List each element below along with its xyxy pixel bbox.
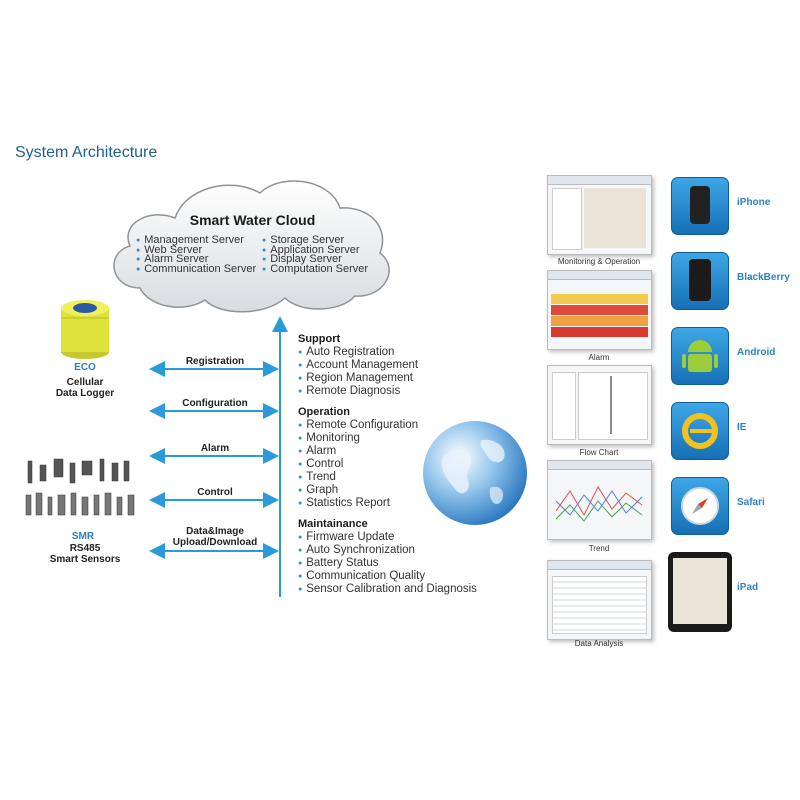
list-item: Battery Status xyxy=(298,557,477,570)
safari-label: Safari xyxy=(737,497,765,508)
alarm-screenshot xyxy=(547,270,652,350)
screenshot-caption: Alarm xyxy=(588,353,610,362)
page-title: System Architecture xyxy=(15,144,158,161)
flow-chart-screenshot xyxy=(547,365,652,445)
smr-sensors-image xyxy=(25,458,135,516)
data-image-label-line: Data&Image xyxy=(186,526,244,537)
registration-label: Registration xyxy=(185,356,245,367)
alarm-label: Alarm xyxy=(200,443,230,454)
eco-desc-line: Data Logger xyxy=(55,388,115,399)
eco-logger-image xyxy=(61,300,109,359)
blackberry-tile xyxy=(671,252,729,310)
list-item: Control xyxy=(298,458,418,471)
list-item: Monitoring xyxy=(298,432,418,445)
list-item: Graph xyxy=(298,484,418,497)
iphone-label: iPhone xyxy=(737,197,771,208)
android-icon xyxy=(682,340,718,372)
list-item: Region Management xyxy=(298,372,418,385)
list-item: Firmware Update xyxy=(298,531,477,544)
support-heading: Support xyxy=(298,333,341,345)
ipad-icon xyxy=(673,558,727,624)
blackberry-icon xyxy=(689,259,711,301)
list-item: Storage Server xyxy=(262,235,368,246)
list-item: Statistics Report xyxy=(298,497,418,510)
ie-label: IE xyxy=(737,422,747,433)
safari-tile xyxy=(671,477,729,535)
data-image-label-line: Upload/Download xyxy=(172,537,258,548)
list-item: Account Management xyxy=(298,359,418,372)
list-item: Remote Diagnosis xyxy=(298,385,418,398)
eco-desc-line: Cellular xyxy=(66,377,104,388)
list-item: Auto Synchronization xyxy=(298,544,477,557)
screenshot-caption: Data Analysis xyxy=(574,639,624,648)
cloud-right-list: Storage Server Application Server Displa… xyxy=(262,235,368,275)
trend-screenshot xyxy=(547,460,652,540)
smr-desc-line: Smart Sensors xyxy=(49,554,121,565)
list-item: Auto Registration xyxy=(298,346,418,359)
screenshot-caption: Monitoring & Operation xyxy=(557,257,641,266)
list-item: Application Server xyxy=(262,244,368,256)
android-tile xyxy=(671,327,729,385)
list-item: Management Server xyxy=(136,235,256,246)
control-label: Control xyxy=(197,487,233,498)
android-label: Android xyxy=(737,347,776,358)
screenshot-caption: Flow Chart xyxy=(579,448,619,457)
safari-icon xyxy=(681,487,719,525)
list-item: Remote Configuration xyxy=(298,419,418,432)
list-item: Web Server xyxy=(136,244,256,256)
smr-desc-line: RS485 xyxy=(69,543,101,554)
list-item: Alarm xyxy=(298,445,418,458)
maintenance-heading: Maintainance xyxy=(298,518,368,530)
list-item: Alarm Server xyxy=(136,254,256,265)
ie-icon xyxy=(682,413,718,449)
list-item: Display Server xyxy=(262,254,368,265)
configuration-label: Configuration xyxy=(182,398,248,409)
cloud-left-list: Management Server Web Server Alarm Serve… xyxy=(136,235,256,275)
iphone-tile xyxy=(671,177,729,235)
screenshot-caption: Trend xyxy=(588,544,610,553)
cloud-title: Smart Water Cloud xyxy=(189,212,316,228)
smr-label: SMR xyxy=(71,531,95,542)
maintenance-list: Firmware Update Auto Synchronization Bat… xyxy=(298,531,477,596)
list-item: Communication Quality xyxy=(298,570,477,583)
ipad-device xyxy=(668,552,732,632)
monitoring-screenshot xyxy=(547,175,652,255)
list-item: Computation Server xyxy=(262,263,368,275)
list-item: Communication Server xyxy=(136,263,256,275)
data-analysis-screenshot xyxy=(547,560,652,640)
data-image-label: Data&Image Upload/Download xyxy=(151,526,279,548)
iphone-icon xyxy=(690,186,710,224)
operation-heading: Operation xyxy=(298,406,350,418)
eco-description: Cellular Data Logger xyxy=(40,377,130,399)
smr-description: RS485 Smart Sensors xyxy=(30,543,140,565)
list-item: Sensor Calibration and Diagnosis xyxy=(298,583,477,596)
ie-tile xyxy=(671,402,729,460)
globe-icon xyxy=(423,421,527,525)
support-list: Auto Registration Account Management Reg… xyxy=(298,346,418,398)
operation-list: Remote Configuration Monitoring Alarm Co… xyxy=(298,419,418,510)
ipad-label: iPad xyxy=(737,582,759,593)
blackberry-label: BlackBerry xyxy=(737,272,790,283)
eco-label: ECO xyxy=(74,362,96,373)
list-item: Trend xyxy=(298,471,418,484)
